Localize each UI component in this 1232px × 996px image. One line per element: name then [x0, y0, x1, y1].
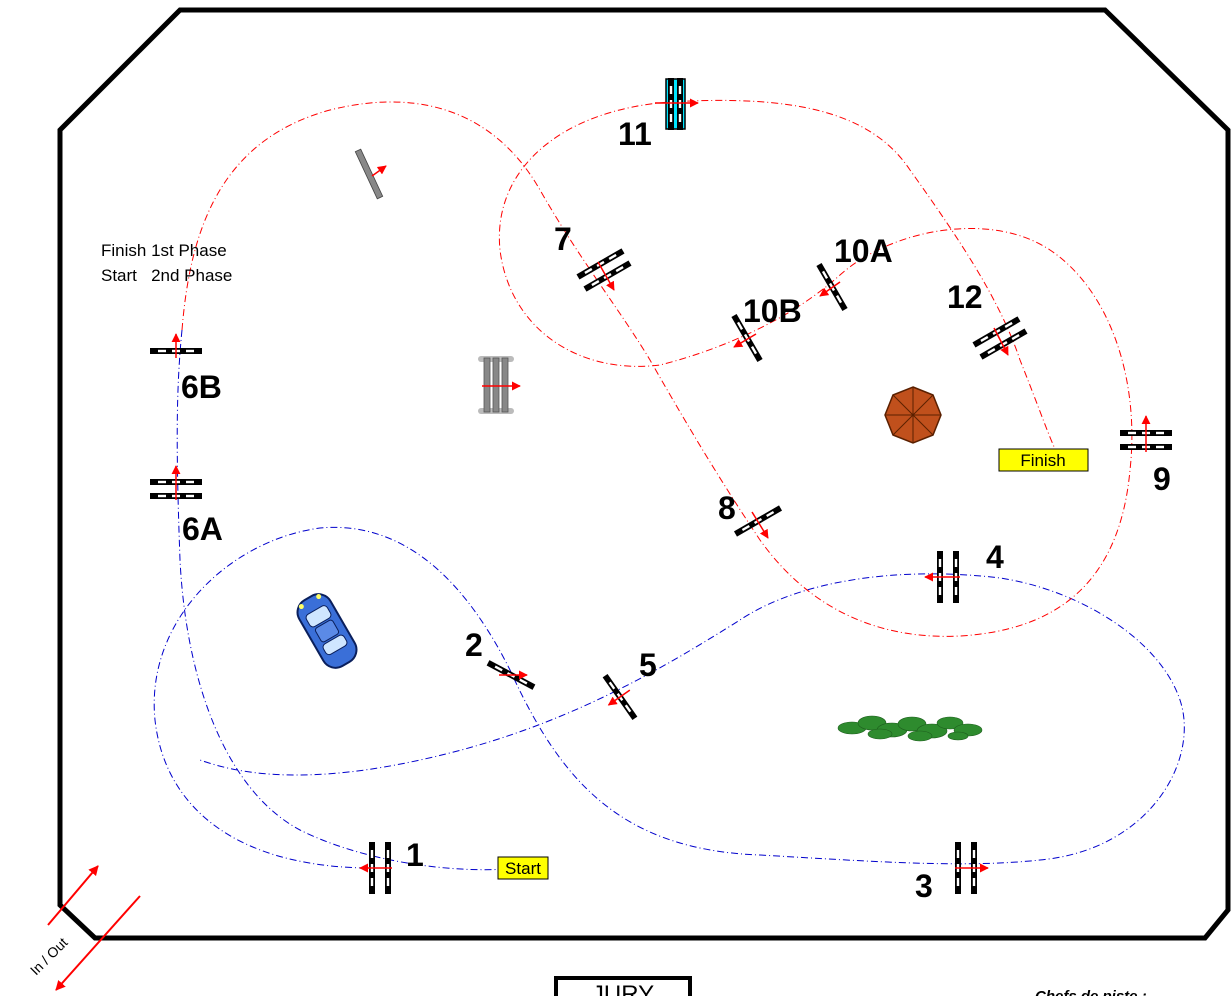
phase-note-line1: Finish 1st Phase	[101, 241, 227, 260]
obstacle-number-7: 7	[554, 221, 572, 257]
start-marker: Start	[497, 856, 549, 880]
obstacle-1	[359, 842, 392, 894]
obstacle-number-1: 1	[406, 837, 424, 873]
obstacle-11	[655, 78, 699, 130]
obstacle-9	[1120, 415, 1172, 452]
obstacle-number-10b: 10B	[743, 293, 802, 329]
obstacle-number-6a: 6A	[182, 511, 223, 547]
obstacle-number-2: 2	[465, 627, 483, 663]
obstacle-7	[576, 248, 632, 292]
finish-label: Finish	[1020, 451, 1065, 470]
car-icon	[296, 593, 358, 669]
spare-fence	[354, 148, 384, 200]
obstacle-3	[955, 842, 989, 894]
umbrella-icon	[884, 386, 942, 444]
finish-marker: Finish	[998, 448, 1089, 472]
obstacle-number-8: 8	[718, 490, 736, 526]
obstacle-4	[924, 551, 960, 603]
in-out-arrows	[47, 865, 141, 991]
obstacle-6b	[150, 333, 202, 358]
hedge-icon	[837, 715, 983, 742]
first-phase-track	[153, 526, 1185, 869]
obstacle-number-5: 5	[639, 647, 657, 683]
chefs-de-piste-label: Chefs de piste :	[1035, 988, 1147, 996]
obstacle-number-3: 3	[915, 868, 933, 904]
arena-border	[57, 7, 1231, 941]
obstacle-number-4: 4	[986, 539, 1004, 575]
start-label: Start	[505, 859, 541, 878]
obstacle-6a	[150, 465, 202, 500]
jury-box: JURY	[554, 976, 692, 996]
obstacle-number-10a: 10A	[834, 233, 893, 269]
obstacle-number-11: 11	[618, 116, 652, 152]
obstacle-2	[486, 660, 536, 690]
spare-obstacle-grey	[478, 356, 521, 414]
second-phase-track	[181, 99, 1133, 637]
first-phase-track	[176, 329, 521, 871]
phase-note-line2: Start 2nd Phase	[101, 266, 232, 285]
obstacle-number-6b: 6B	[181, 369, 222, 405]
obstacle-5	[602, 673, 638, 721]
obstacle-number-12: 12	[947, 279, 983, 315]
in-out-label: In / Out	[27, 934, 71, 978]
obstacle-number-9: 9	[1153, 461, 1171, 497]
jury-label: JURY	[592, 981, 654, 996]
